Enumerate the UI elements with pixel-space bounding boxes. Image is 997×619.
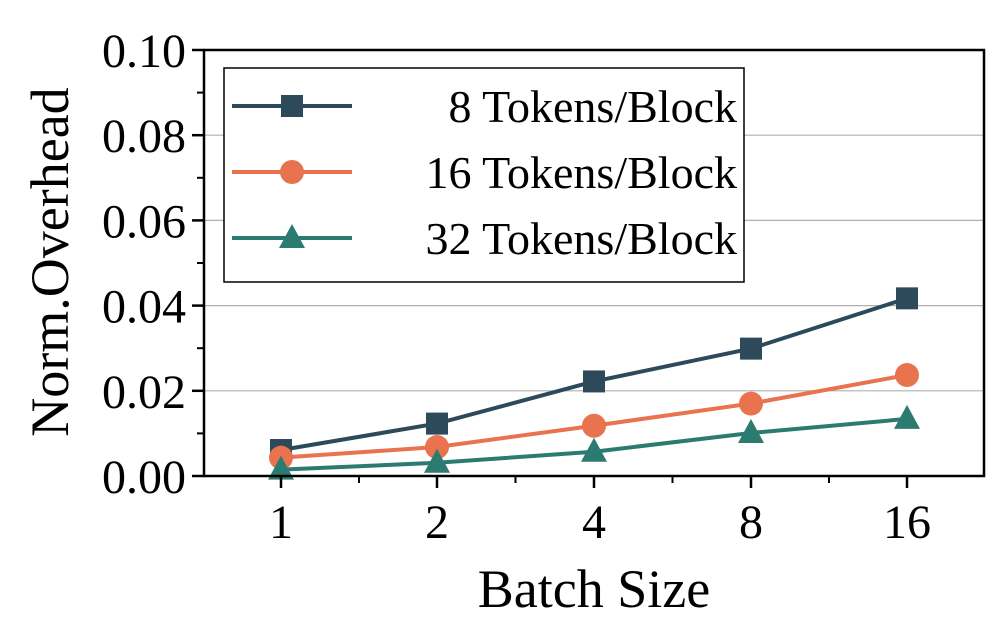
data-point	[582, 413, 606, 438]
legend-box	[223, 67, 745, 283]
data-point	[894, 404, 920, 429]
y-axis-title: Norm.Overhead	[20, 87, 80, 436]
legend-marker	[280, 160, 304, 184]
x-tick-label: 16	[883, 496, 931, 549]
legend: 8 Tokens/Block 16 Tokens/Block 32 Tokens/B…	[223, 67, 745, 283]
data-point	[740, 337, 762, 360]
x-tick-label: 1	[269, 496, 293, 549]
x-tick-label: 2	[425, 496, 449, 549]
data-point	[268, 455, 294, 480]
y-tick-label: 0.10	[102, 25, 186, 78]
data-point	[896, 287, 918, 310]
data-point	[895, 363, 919, 388]
legend-label: 8 Tokens/Block	[448, 81, 737, 132]
y-tick-label: 0.08	[102, 110, 186, 163]
data-point	[425, 435, 449, 460]
legend-marker	[279, 224, 305, 248]
series-markers	[268, 287, 920, 480]
x-axis-title: Batch Size	[478, 559, 710, 619]
x-tick-label: 8	[739, 496, 763, 549]
data-point	[738, 418, 764, 443]
data-point	[426, 412, 448, 435]
legend-label: 16 Tokens/Block	[425, 147, 737, 198]
data-point	[581, 437, 607, 462]
y-tick-label: 0.06	[102, 195, 186, 248]
x-tick-label: 4	[582, 496, 606, 549]
legend-label: 32 Tokens/Block	[425, 213, 737, 264]
y-tick-label: 0.02	[102, 366, 186, 419]
axis-ticks: 0.00 0.02 0.04 0.06 0.08 0.10 1 2 4 8 16	[102, 25, 931, 549]
legend-marker	[281, 95, 303, 117]
y-tick-label: 0.04	[102, 281, 186, 334]
y-tick-label: 0.00	[102, 451, 186, 504]
data-point	[739, 391, 763, 416]
data-point	[583, 370, 605, 393]
data-point	[424, 448, 450, 473]
